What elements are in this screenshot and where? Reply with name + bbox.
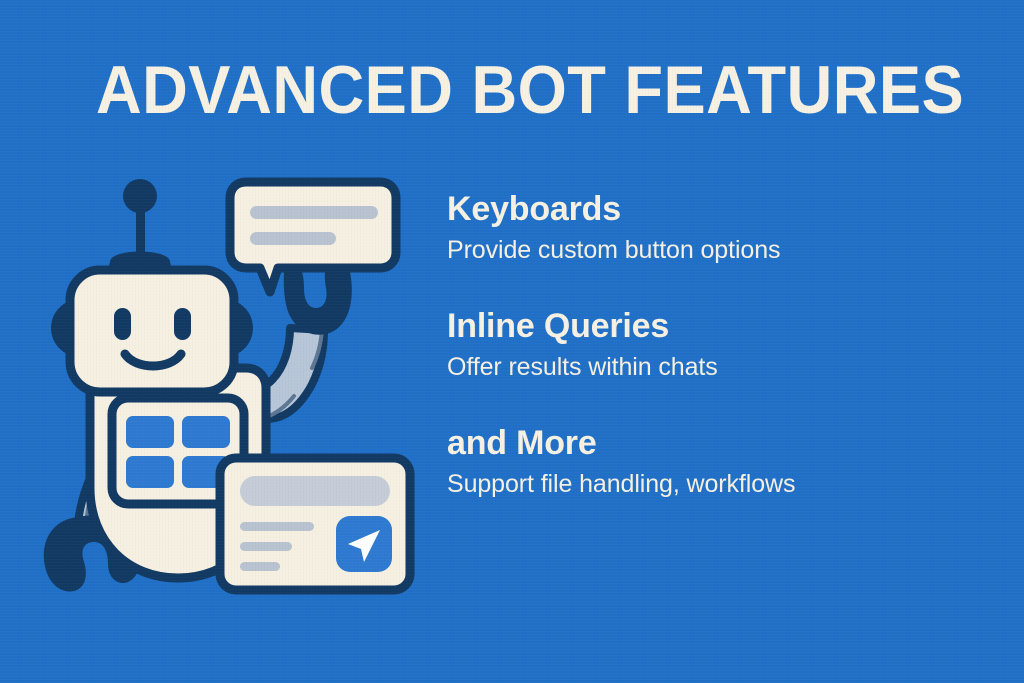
feature-title: Inline Queries — [447, 307, 670, 346]
page-title: ADVANCED BOT FEATURES — [96, 52, 965, 128]
feature-description: Provide custom button options — [447, 236, 781, 265]
card-title-bar — [240, 476, 390, 506]
feature-item-and-more: and More Support file handling, workflow… — [447, 424, 967, 499]
speech-bubble — [225, 177, 401, 297]
message-card — [215, 453, 415, 595]
card-line-3 — [240, 562, 280, 571]
card-line-2 — [240, 542, 292, 551]
eyes — [114, 308, 191, 340]
bubble-line-2 — [250, 232, 336, 245]
antenna — [106, 179, 174, 276]
claw-right — [283, 260, 352, 335]
smile — [120, 349, 186, 371]
bubble-line-1 — [250, 206, 378, 219]
robot-illustration: .cream { fill:#f5f0e1; } .navy { fill:#1… — [28, 170, 428, 600]
feature-title: Keyboards — [447, 190, 621, 228]
feature-item-keyboards: Keyboards Provide custom button options — [447, 190, 967, 265]
feature-title: and More — [447, 424, 597, 463]
feature-description: Support file handling, workflows — [447, 470, 796, 499]
feature-item-inline-queries: Inline Queries Offer results within chat… — [447, 307, 967, 382]
send-icon — [336, 516, 392, 572]
feature-description: Offer results within chats — [447, 353, 718, 382]
card-line-1 — [240, 522, 314, 531]
feature-list: Keyboards Provide custom button options … — [447, 190, 967, 499]
keyboard-panel — [107, 393, 249, 509]
head — [65, 265, 239, 397]
